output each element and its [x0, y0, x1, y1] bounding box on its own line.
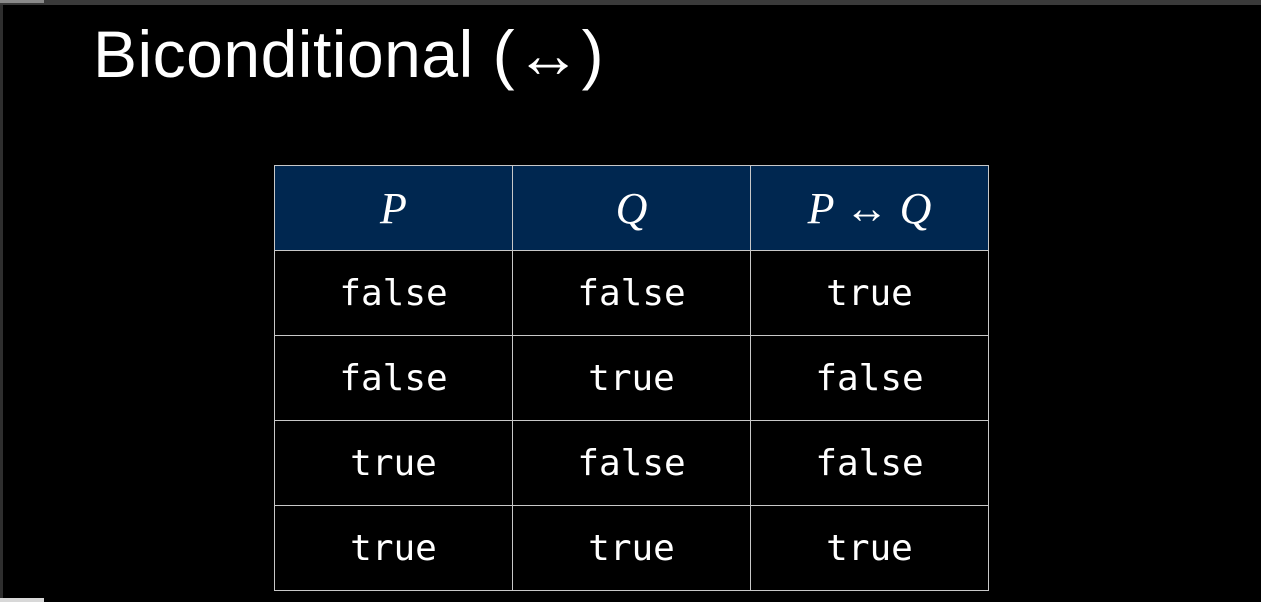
cell-p: false	[274, 250, 513, 336]
table-header-row: P Q P ↔ Q	[274, 165, 989, 251]
header-p: P	[274, 165, 513, 251]
window-top-border	[0, 0, 1261, 5]
table-row: true false false	[274, 420, 989, 506]
header-q: Q	[512, 165, 751, 251]
cell-q: true	[512, 335, 751, 421]
cell-p-iff-q: true	[750, 505, 989, 591]
cell-p-iff-q: false	[750, 420, 989, 506]
cell-p: true	[274, 505, 513, 591]
cell-q: false	[512, 420, 751, 506]
header-p-iff-q: P ↔ Q	[750, 165, 989, 251]
window-left-border	[0, 5, 3, 602]
cell-q: false	[512, 250, 751, 336]
cell-p: false	[274, 335, 513, 421]
table-row: true true true	[274, 505, 989, 591]
cell-p: true	[274, 420, 513, 506]
cell-p-iff-q: false	[750, 335, 989, 421]
cell-q: true	[512, 505, 751, 591]
window-bottom-mark	[0, 598, 44, 602]
slide-title: Biconditional (↔)	[93, 17, 605, 91]
cell-p-iff-q: true	[750, 250, 989, 336]
truth-table: P Q P ↔ Q false false true false true fa…	[274, 165, 989, 591]
table-row: false true false	[274, 335, 989, 421]
window-corner-mark	[0, 0, 44, 3]
table-row: false false true	[274, 250, 989, 336]
